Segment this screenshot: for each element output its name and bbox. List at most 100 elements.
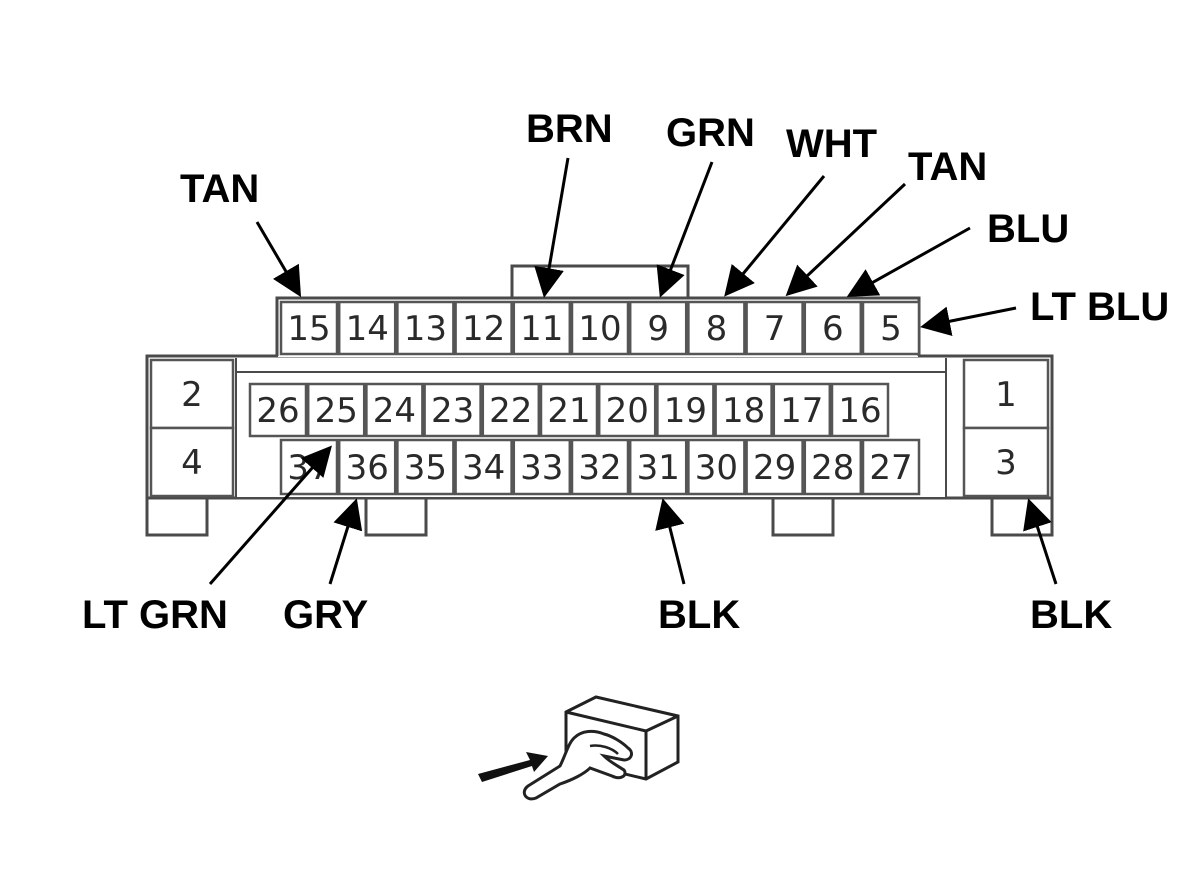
pin-cell-4: 4: [149, 426, 235, 498]
pin-number: 29: [753, 448, 796, 488]
pin-number: 34: [462, 448, 505, 488]
pin-number: 13: [404, 309, 447, 349]
pin-number: 5: [880, 309, 902, 349]
pin-number: 25: [315, 391, 358, 431]
pin-cell-24: 24: [365, 382, 424, 438]
pin-cell-box: [481, 382, 541, 438]
pin-cell-box: [454, 438, 513, 496]
pin-number: 7: [764, 309, 786, 349]
housing-foot: [145, 496, 209, 537]
pin-cell-box: [687, 438, 746, 496]
arrow-pin7: [785, 182, 907, 297]
pin-cell-box: [570, 438, 630, 496]
pin-cell-8: 8: [687, 300, 746, 356]
pin-number: 35: [404, 448, 447, 488]
pin-number: 2: [181, 375, 203, 415]
pin-cell-box: [365, 382, 424, 438]
arrow-pin6: [846, 226, 971, 297]
pin-cell-33: 33: [512, 438, 572, 496]
pin-cell-25: 25: [306, 382, 366, 438]
wire-label-pin15: TAN: [180, 167, 259, 211]
pin-cell-box: [628, 300, 688, 356]
pin-cell-box: [772, 382, 832, 438]
pin-number: 12: [462, 309, 505, 349]
pin-cell-box: [149, 426, 235, 498]
pin-cell-12: 12: [454, 300, 513, 356]
wire-label-pin3: BLK: [1030, 593, 1112, 637]
pin-cell-box: [656, 382, 715, 438]
arrow-pin25: [208, 445, 332, 585]
pin-cell-box: [745, 300, 804, 356]
pin-number: 21: [547, 391, 590, 431]
pin-cell-3: 3: [962, 426, 1050, 498]
wire-label-pin7: TAN: [908, 145, 987, 189]
pin-number: 20: [606, 391, 649, 431]
pin-cell-box: [745, 438, 804, 496]
wire-label-pin6: BLU: [987, 207, 1069, 251]
housing-foot: [990, 496, 1054, 537]
pin-cell-10: 10: [570, 300, 630, 356]
housing-foot: [771, 496, 835, 537]
pin-cell-box: [962, 358, 1050, 430]
pin-cell-34: 34: [454, 438, 513, 496]
pin-cell-box: [570, 300, 630, 356]
arrow-pin5: [920, 306, 1017, 337]
pin-cell-27: 27: [861, 438, 921, 496]
arrow-pin8: [724, 175, 826, 297]
pin-cell-28: 28: [803, 438, 863, 496]
pin-number: 26: [256, 391, 299, 431]
pin-number: 27: [869, 448, 912, 488]
pin-cell-29: 29: [745, 438, 804, 496]
pin-cell-box: [306, 382, 366, 438]
pin-cell-14: 14: [337, 300, 397, 356]
pin-cell-box: [396, 300, 455, 356]
pin-cell-box: [628, 438, 688, 496]
pin-cell-22: 22: [481, 382, 541, 438]
pin-number: 30: [695, 448, 738, 488]
pin-number: 33: [520, 448, 563, 488]
wire-label-pin25: LT GRN: [82, 593, 228, 637]
pin-number: 6: [822, 309, 844, 349]
pin-number: 23: [431, 391, 474, 431]
pin-number: 24: [373, 391, 416, 431]
arrow-pin3: [1023, 498, 1058, 585]
pin-number: 16: [838, 391, 881, 431]
pin-cell-19: 19: [656, 382, 715, 438]
wire-label-pin36: GRY: [283, 593, 369, 637]
pin-cell-box: [337, 438, 397, 496]
pin-cell-32: 32: [570, 438, 630, 496]
pin-cell-6: 6: [803, 300, 863, 356]
pin-number: 9: [647, 309, 669, 349]
pin-cell-21: 21: [539, 382, 599, 438]
housing-foot: [364, 496, 428, 537]
arrow-pin15: [255, 221, 302, 298]
pin-cell-26: 26: [248, 382, 308, 438]
pin-cell-box: [454, 300, 513, 356]
pin-cell-35: 35: [396, 438, 455, 496]
pin-cell-box: [512, 300, 572, 356]
pin-number: 17: [780, 391, 823, 431]
pin-cell-18: 18: [714, 382, 773, 438]
pin-cell-30: 30: [687, 438, 746, 496]
pin-cell-36: 36: [337, 438, 397, 496]
locking-tab: [510, 264, 690, 300]
pin-number: 15: [287, 309, 330, 349]
hand-pushing-connector-icon: [478, 695, 680, 801]
pin-cell-box: [861, 300, 921, 356]
pin-number: 32: [578, 448, 621, 488]
wire-label-pin31: BLK: [658, 593, 740, 637]
wire-label-pin8: WHT: [786, 122, 877, 166]
pin-cell-17: 17: [772, 382, 832, 438]
pin-cell-box: [396, 438, 455, 496]
pin-cell-7: 7: [745, 300, 804, 356]
pin-cell-box: [539, 382, 599, 438]
pin-number: 36: [346, 448, 389, 488]
pin-cell-box: [423, 382, 482, 438]
pin-cell-15: 15: [279, 300, 339, 356]
pin-number: 19: [664, 391, 707, 431]
pin-cell-box: [687, 300, 746, 356]
pin-cell-box: [803, 438, 863, 496]
pin-cell-box: [337, 300, 397, 356]
pin-number: 18: [722, 391, 765, 431]
